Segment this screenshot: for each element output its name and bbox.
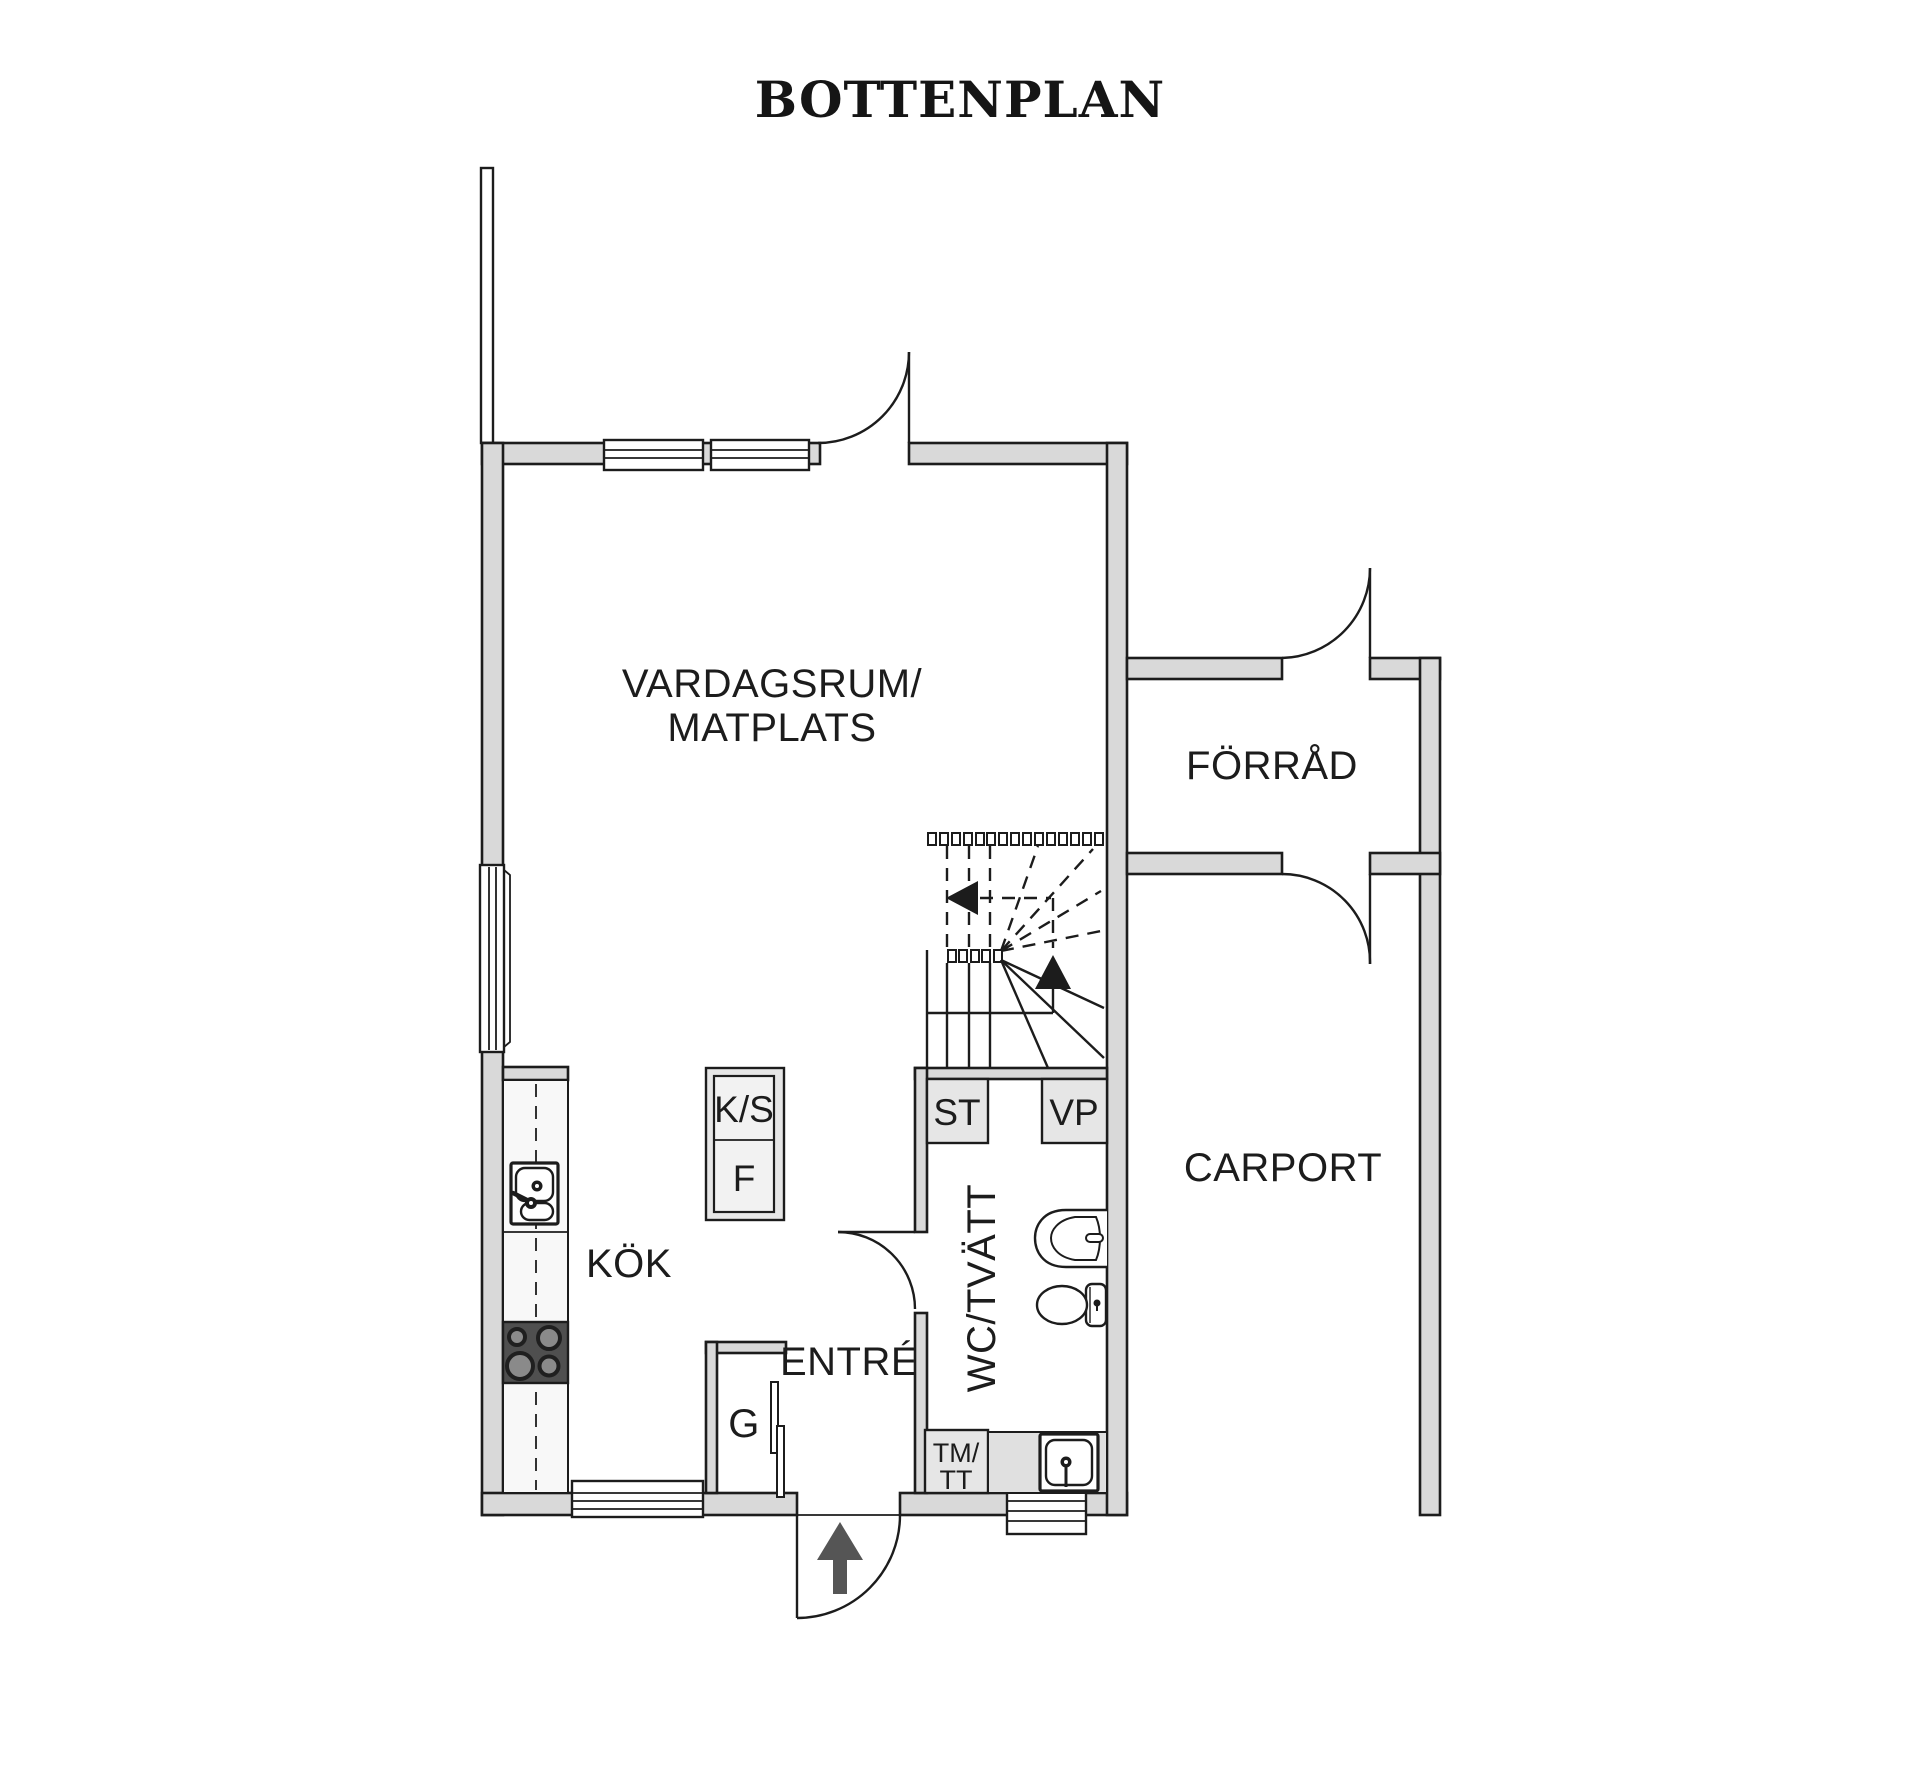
label-living-1: VARDAGSRUM/ bbox=[622, 662, 923, 706]
wash-basin-icon bbox=[1033, 1208, 1107, 1269]
wall-stub bbox=[479, 166, 495, 445]
stair-railing-lower bbox=[947, 949, 1003, 963]
fridge-freezer-cabinet bbox=[704, 1066, 786, 1222]
door-storage-carport bbox=[1281, 872, 1372, 965]
label-vp: VP bbox=[1049, 1092, 1098, 1133]
kitchen-sink-icon bbox=[509, 1161, 560, 1226]
label-living-2: MATPLATS bbox=[667, 706, 876, 750]
page-title: BOTTENPLAN bbox=[755, 70, 1165, 129]
windows bbox=[478, 438, 1088, 1536]
stair-railing-top bbox=[927, 832, 1104, 846]
staircase bbox=[925, 832, 1105, 1069]
door-top-exterior bbox=[817, 351, 911, 445]
stair-lower-flight bbox=[925, 950, 1105, 1069]
laundry-sink-icon bbox=[1038, 1432, 1100, 1493]
window-wc bbox=[1005, 1487, 1088, 1536]
stove-icon bbox=[501, 1320, 570, 1385]
door-storage bbox=[1281, 567, 1372, 660]
toilet-icon bbox=[1035, 1282, 1108, 1328]
label-storage: FÖRRÅD bbox=[1186, 743, 1358, 788]
stair-down-arrow-icon bbox=[946, 881, 978, 915]
closet-labels: ST VP K/S F G TM/ TT bbox=[714, 1089, 1099, 1495]
label-carport: CARPORT bbox=[1184, 1146, 1382, 1190]
walls bbox=[479, 166, 1442, 1517]
door-entrance bbox=[795, 1514, 902, 1620]
label-wardrobe: G bbox=[728, 1402, 760, 1446]
window-top-2 bbox=[709, 438, 811, 472]
window-left bbox=[478, 863, 511, 1054]
label-laundry-1: TM/ bbox=[933, 1438, 980, 1468]
door-wc bbox=[837, 1230, 917, 1310]
label-kitchen: KÖK bbox=[586, 1242, 672, 1286]
window-top-1 bbox=[602, 438, 705, 472]
label-fridge: K/S bbox=[714, 1089, 774, 1130]
cleaning-closet bbox=[925, 1077, 990, 1145]
label-freezer: F bbox=[733, 1158, 756, 1199]
window-kitchen bbox=[570, 1479, 705, 1519]
label-laundry-2: TT bbox=[940, 1465, 973, 1495]
label-wc: WC/TVÄTT bbox=[960, 1184, 1004, 1392]
label-st: ST bbox=[933, 1092, 980, 1133]
label-entry: ENTRÉ bbox=[780, 1339, 918, 1384]
room-labels: VARDAGSRUM/ MATPLATS FÖRRÅD CARPORT KÖK … bbox=[586, 662, 1382, 1392]
kitchen-fixtures bbox=[501, 1066, 786, 1498]
doors bbox=[795, 351, 1372, 1620]
heatpump-closet bbox=[1040, 1077, 1109, 1145]
washer-dryer bbox=[923, 1428, 990, 1495]
entrance-arrow-icon bbox=[817, 1522, 863, 1594]
wc-fixtures bbox=[923, 1077, 1109, 1495]
stair-up-arrow-icon bbox=[1035, 955, 1071, 989]
wardrobe-sliding-doors bbox=[770, 1381, 785, 1498]
